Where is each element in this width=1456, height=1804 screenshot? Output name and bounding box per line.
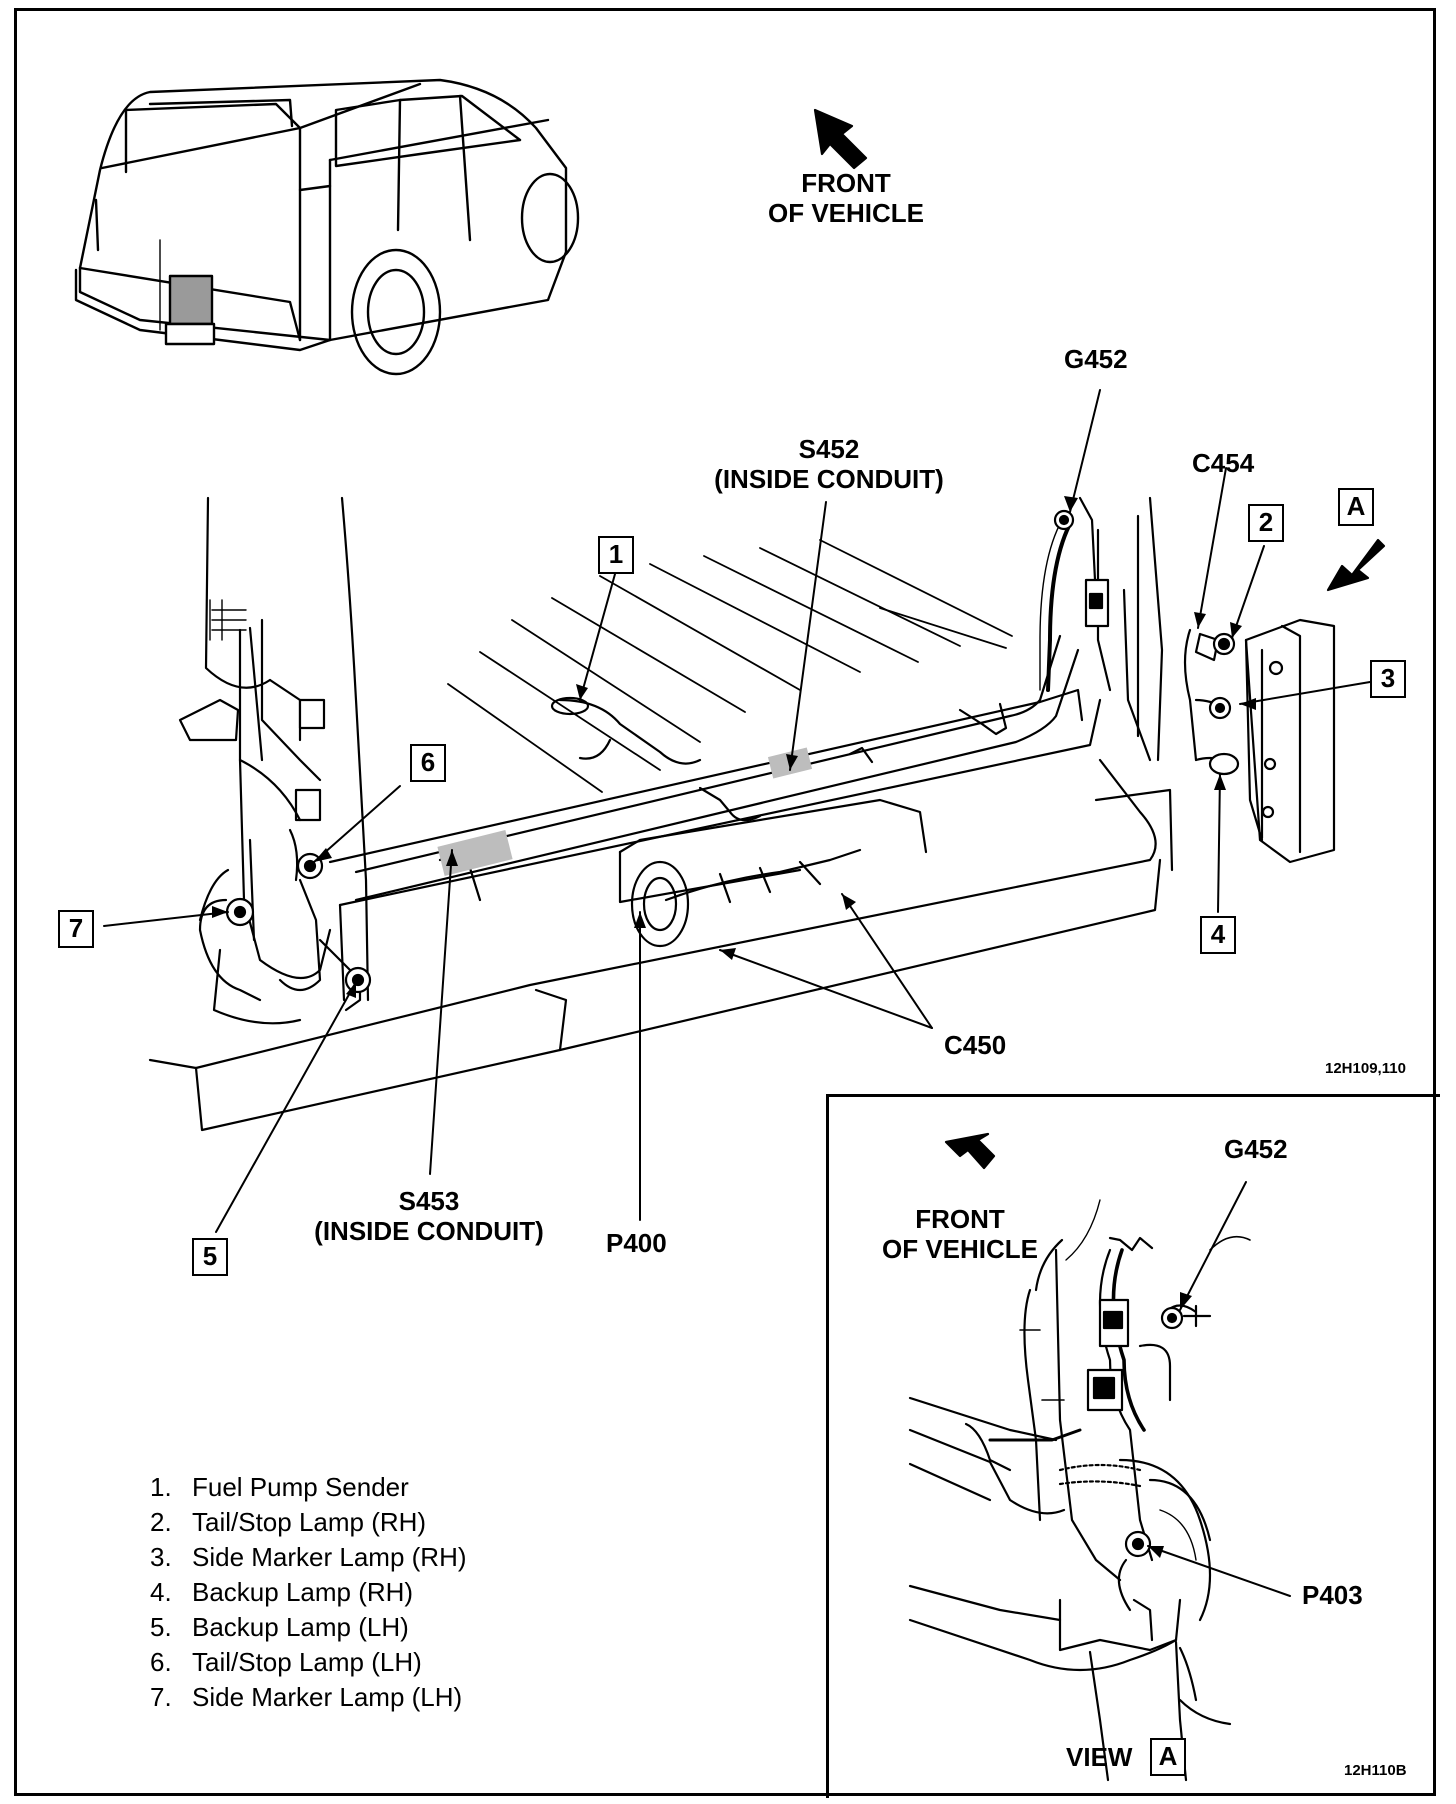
leader-c450-b (841, 893, 933, 1029)
callout-box-5: 5 (192, 1238, 228, 1276)
inset-view-a-marker: A (1150, 1738, 1186, 1776)
legend-text: Tail/Stop Lamp (RH) (192, 1507, 427, 1537)
s452-label: S452 (INSIDE CONDUIT) (694, 434, 964, 494)
inset-front-line2: OF VEHICLE (881, 1234, 1038, 1264)
callout-box-1: 1 (598, 536, 634, 574)
leader-s452 (789, 501, 827, 771)
callout-box-6: 6 (410, 744, 446, 782)
legend-item: 7.Side Marker Lamp (LH) (150, 1680, 467, 1715)
view-label: VIEW (1066, 1742, 1133, 1772)
front-label-line2: OF VEHICLE (767, 198, 924, 228)
s453-line1: S453 (398, 1186, 460, 1216)
s452-line2: (INSIDE CONDUIT) (714, 464, 944, 494)
callout-box-2: 2 (1248, 504, 1284, 542)
c454-label: C454 (1192, 448, 1255, 478)
diagram-frame (14, 8, 1436, 1796)
legend-item: 6.Tail/Stop Lamp (LH) (150, 1645, 467, 1680)
leader-4 (1217, 773, 1221, 913)
leader-3 (1239, 681, 1371, 705)
s453-line2: (INSIDE CONDUIT) (314, 1216, 544, 1246)
callout-box-3: 3 (1370, 660, 1406, 698)
p400-label: P400 (606, 1228, 667, 1258)
legend-text: Tail/Stop Lamp (LH) (192, 1647, 422, 1677)
leader-1 (579, 573, 616, 701)
view-a-arrow-icon (1326, 538, 1386, 592)
leader-s453 (429, 849, 453, 1175)
inset-g452-label: G452 (1224, 1134, 1288, 1164)
view-a-inset (826, 1094, 1440, 1798)
leader-c450-a (719, 949, 933, 1029)
g452-label: G452 (1064, 344, 1128, 374)
front-label-line1: FRONT (801, 168, 891, 198)
s453-label: S453 (INSIDE CONDUIT) (294, 1186, 564, 1246)
legend-item: 4.Backup Lamp (RH) (150, 1575, 467, 1610)
legend-item: 2.Tail/Stop Lamp (RH) (150, 1505, 467, 1540)
figure-code: 12H109,110 (1325, 1060, 1406, 1077)
legend-item: 5.Backup Lamp (LH) (150, 1610, 467, 1645)
inset-front-of-vehicle-label: FRONT OF VEHICLE (864, 1204, 1056, 1264)
legend-item: 3.Side Marker Lamp (RH) (150, 1540, 467, 1575)
legend-text: Backup Lamp (LH) (192, 1612, 409, 1642)
vehicle-thumbnail (74, 78, 580, 376)
inset-illustration (908, 1132, 1291, 1782)
callout-box-4: 4 (1200, 916, 1236, 954)
leader-5 (215, 981, 357, 1233)
legend-text: Side Marker Lamp (LH) (192, 1682, 463, 1712)
legend-text: Fuel Pump Sender (192, 1472, 409, 1502)
leader-g452 (1069, 389, 1101, 513)
legend-item: 1.Fuel Pump Sender (150, 1470, 467, 1505)
inset-front-arrow-icon (944, 1132, 996, 1170)
p403-label: P403 (1302, 1580, 1363, 1610)
leader-7 (103, 911, 229, 927)
inset-figure-code: 12H110B (1344, 1762, 1407, 1779)
parts-legend: 1.Fuel Pump Sender 2.Tail/Stop Lamp (RH)… (150, 1470, 467, 1715)
legend-text: Backup Lamp (RH) (192, 1577, 414, 1607)
c450-label: C450 (944, 1030, 1007, 1060)
legend-text: Side Marker Lamp (RH) (192, 1542, 467, 1572)
leader-6 (313, 785, 401, 863)
callout-box-7: 7 (58, 910, 94, 948)
leader-2 (1231, 545, 1265, 639)
s452-line1: S452 (798, 434, 860, 464)
front-arrow-icon (813, 108, 868, 170)
inset-front-line1: FRONT (915, 1204, 1005, 1234)
front-of-vehicle-label: FRONT OF VEHICLE (746, 168, 946, 228)
leader-c454 (1197, 467, 1227, 629)
view-a-marker: A (1338, 488, 1374, 526)
